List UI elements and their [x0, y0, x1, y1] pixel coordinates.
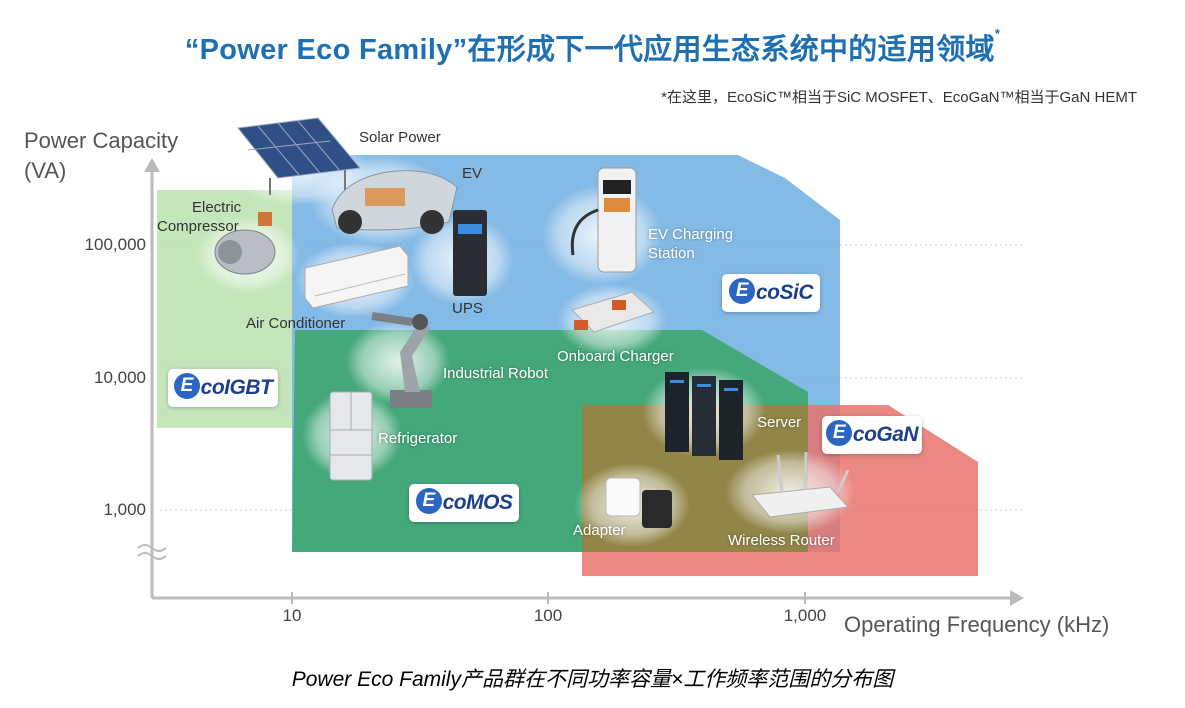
footnote-note: *在这里，EcoSiC™相当于SiC MOSFET、EcoGaN™相当于GaN …	[661, 89, 1137, 106]
page-title: “Power Eco Family”在形成下一代应用生态系统中的适用领域*	[184, 26, 1001, 66]
air-conditioner-icon	[304, 245, 409, 309]
industrial-robot-icon	[371, 312, 432, 408]
label-ups: UPS	[452, 300, 483, 317]
label-air-conditioner: Air Conditioner	[246, 315, 346, 332]
x-tick-label-1000: 1,000	[783, 606, 827, 625]
x-axis-label: Operating Frequency (kHz)	[844, 612, 1110, 637]
title-footnote-mark: *	[994, 26, 1001, 41]
glow-robot	[346, 320, 450, 404]
x-tick-label-10: 10	[282, 606, 302, 625]
y-axis-label-line2: (VA)	[24, 158, 67, 183]
wireless-router-icon	[751, 451, 850, 518]
ev-charging-station-icon	[570, 167, 637, 273]
label-ev: EV	[462, 165, 483, 182]
y-axis-arrow	[144, 158, 160, 172]
y-axis-label: Power Capacity (VA)	[24, 126, 178, 186]
refrigerator-icon	[329, 391, 373, 481]
onboard-charger-icon	[571, 291, 655, 333]
solar-panel-icon	[237, 117, 361, 195]
electric-compressor-icon	[214, 212, 276, 275]
figure-caption: Power Eco Family产品群在不同功率容量×工作频率范围的分布图	[291, 668, 894, 691]
server-rack-icon	[665, 372, 743, 460]
label-server: Server	[757, 414, 802, 431]
y-axis-label-line1: Power Capacity	[24, 128, 179, 153]
y-tick-label-10000: 10,000	[94, 368, 146, 387]
label-wireless-router: Wireless Router	[728, 532, 835, 549]
label-onboard-charger: Onboard Charger	[557, 348, 674, 365]
electric-vehicle-icon	[331, 170, 458, 234]
label-adapter: Adapter	[573, 522, 626, 539]
label-industrial-robot: Industrial Robot	[443, 365, 549, 382]
label-refrigerator: Refrigerator	[378, 430, 458, 447]
x-axis-arrow	[1010, 590, 1024, 606]
label-solar-power: Solar Power	[359, 129, 441, 146]
label-electric-compressor-line2: Compressor	[157, 218, 239, 235]
y-tick-label-1000: 1,000	[103, 500, 146, 519]
label-ev-charging-line2: Station	[648, 245, 695, 262]
label-ev-charging-line1: EV Charging	[648, 226, 734, 243]
adapter-icon	[605, 477, 672, 528]
x-tick-label-100: 100	[533, 606, 563, 625]
ups-icon	[453, 210, 487, 296]
y-axis-break-icon	[137, 544, 167, 560]
y-tick-label-100000: 100,000	[84, 235, 146, 254]
label-electric-compressor-line1: Electric	[192, 199, 242, 216]
axes	[137, 158, 1024, 606]
